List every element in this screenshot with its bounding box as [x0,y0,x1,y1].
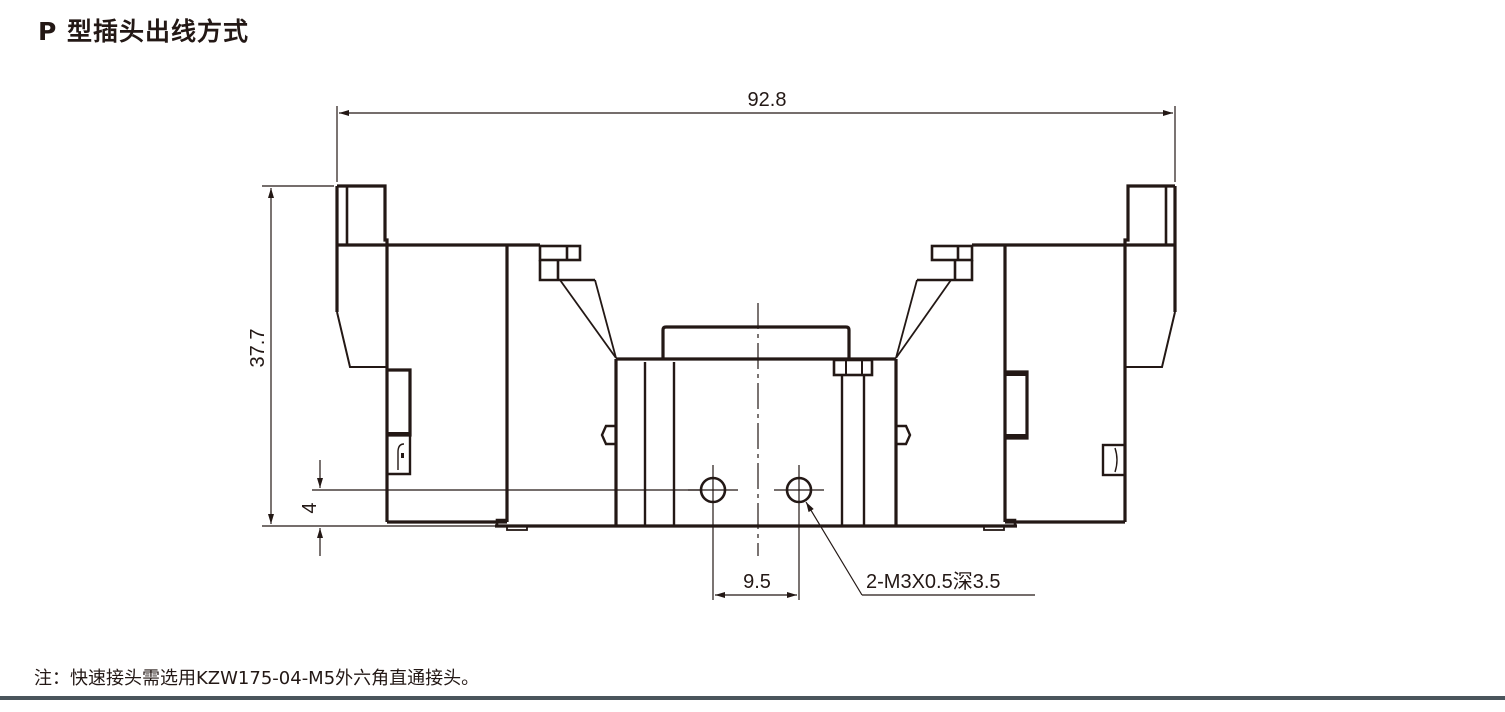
threaded-holes [688,465,824,600]
drawing-title: P 型插头出线方式 [38,17,250,46]
gripper-body [335,184,1177,531]
thread-callout-label: 2-M3X0.5深3.5 [866,570,1001,593]
hole-spacing-label: 9.5 [743,571,771,593]
hole-height-dimension-label: 4 [299,502,321,513]
thread-callout-leader [805,501,1035,596]
width-dimension [336,106,1176,182]
width-dimension-label: 92.8 [748,89,787,111]
footnote: 注：快速接头需选用KZW175-04-M5外六角直通接头。 [34,668,480,689]
bottom-divider [0,696,1505,700]
height-dimension [262,185,495,527]
height-dimension-label: 37.7 [247,329,269,368]
